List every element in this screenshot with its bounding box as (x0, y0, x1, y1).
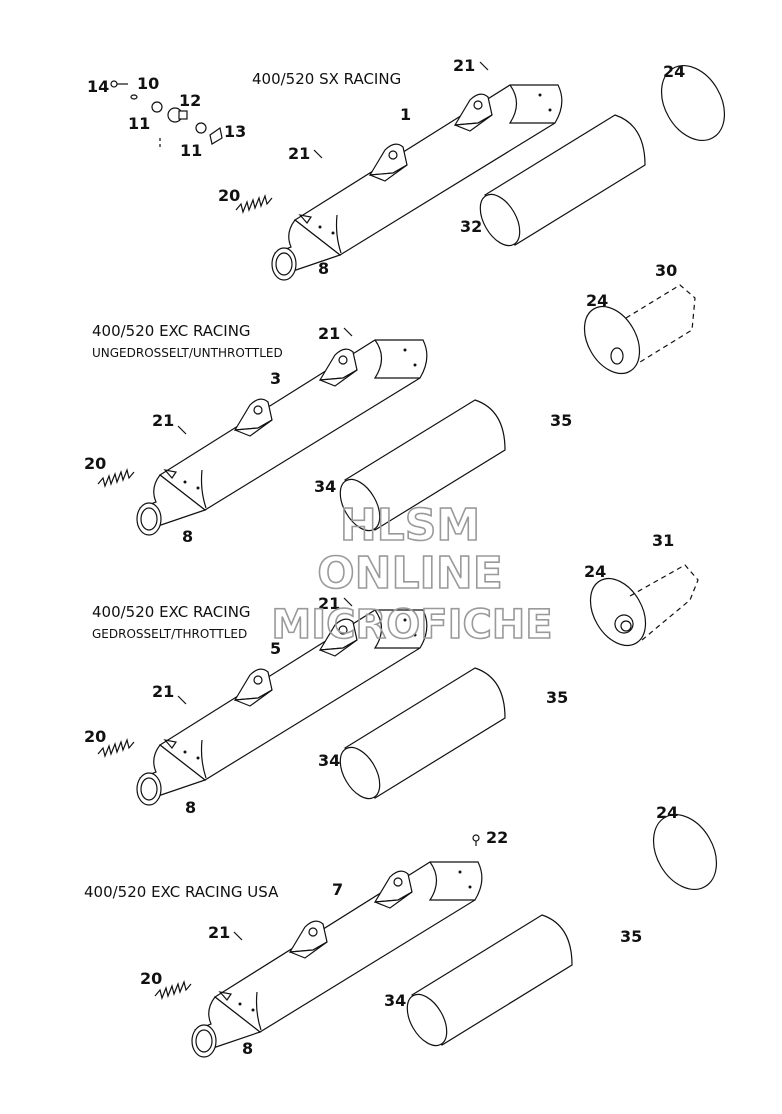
callout-22: 22 (486, 828, 508, 847)
callout-21: 21 (152, 411, 174, 430)
callout-21: 21 (453, 56, 475, 75)
callout-35: 35 (550, 411, 572, 430)
callout-13: 13 (224, 122, 246, 141)
section-title: 400/520 EXC RACING (92, 603, 251, 621)
callout-7: 7 (332, 880, 343, 899)
callout-20: 20 (218, 186, 240, 205)
section-sx-racing: 400/520 SX RACING 14 10 12 11 11 13 21 1… (87, 56, 726, 281)
callout-8: 8 (242, 1039, 253, 1058)
callout-8: 8 (182, 527, 193, 546)
callout-arrow (313, 149, 323, 159)
callout-31: 31 (652, 531, 674, 550)
callout-21: 21 (288, 144, 310, 163)
callout-arrow (177, 425, 187, 435)
callout-arrow (479, 61, 489, 71)
screw-22 (472, 834, 480, 846)
gasket-cone (589, 577, 647, 647)
callout-8: 8 (185, 798, 196, 817)
callout-35: 35 (620, 927, 642, 946)
callout-arrow (343, 327, 353, 337)
callout-21: 21 (208, 923, 230, 942)
callout-1: 1 (400, 105, 411, 124)
callout-12: 12 (179, 91, 201, 110)
callout-arrow (233, 931, 243, 941)
callout-20: 20 (84, 454, 106, 473)
callout-21: 21 (318, 594, 340, 613)
callout-20: 20 (140, 969, 162, 988)
muffler-insert (331, 667, 506, 806)
callout-5: 5 (270, 639, 281, 658)
section-subtitle: UNGEDROSSELT/UNTHROTTLED (92, 346, 283, 360)
section-title: 400/520 EXC RACING (92, 322, 251, 340)
callout-21: 21 (152, 682, 174, 701)
callout-8: 8 (318, 259, 329, 278)
callout-10: 10 (137, 74, 159, 93)
callout-30: 30 (655, 261, 677, 280)
end-cap-outline (625, 284, 696, 363)
section-exc-throttled: 400/520 EXC RACING GEDROSSELT/THROTTLED … (84, 531, 699, 817)
section-exc-usa: 400/520 EXC RACING USA 24 22 7 21 35 20 … (84, 803, 718, 1058)
callout-11: 11 (180, 141, 202, 160)
callout-11: 11 (128, 114, 150, 133)
gasket-ring (652, 814, 718, 890)
watermark-line-1: HLSM (340, 500, 480, 551)
end-cap-outline (629, 564, 699, 641)
callout-14: 14 (87, 77, 109, 96)
section-title: 400/520 EXC RACING USA (84, 883, 279, 901)
callout-21: 21 (318, 324, 340, 343)
callout-24: 24 (663, 62, 685, 81)
watermark-line-3: MICROFICHE (271, 602, 552, 648)
callout-20: 20 (84, 727, 106, 746)
callout-35: 35 (546, 688, 568, 707)
gasket-cone (583, 305, 641, 375)
callout-24: 24 (656, 803, 678, 822)
callout-3: 3 (270, 369, 281, 388)
spring (235, 195, 273, 213)
muffler-insert (398, 914, 573, 1053)
callout-34: 34 (318, 751, 340, 770)
section-title: 400/520 SX RACING (252, 70, 401, 88)
hardware-set (110, 80, 223, 148)
callout-arrow (177, 695, 187, 705)
callout-arrow (343, 597, 353, 607)
callout-32: 32 (460, 217, 482, 236)
section-subtitle: GEDROSSELT/THROTTLED (92, 627, 247, 641)
watermark-line-2: ONLINE (317, 548, 503, 599)
watermark: HLSM ONLINE MICROFICHE (271, 499, 554, 649)
callout-34: 34 (314, 477, 336, 496)
callout-24: 24 (584, 562, 606, 581)
gasket-ring (660, 65, 726, 141)
section-exc-unthrottled: 400/520 EXC RACING UNGEDROSSELT/UNTHROTT… (84, 261, 696, 546)
callout-34: 34 (384, 991, 406, 1010)
callout-24: 24 (586, 291, 608, 310)
